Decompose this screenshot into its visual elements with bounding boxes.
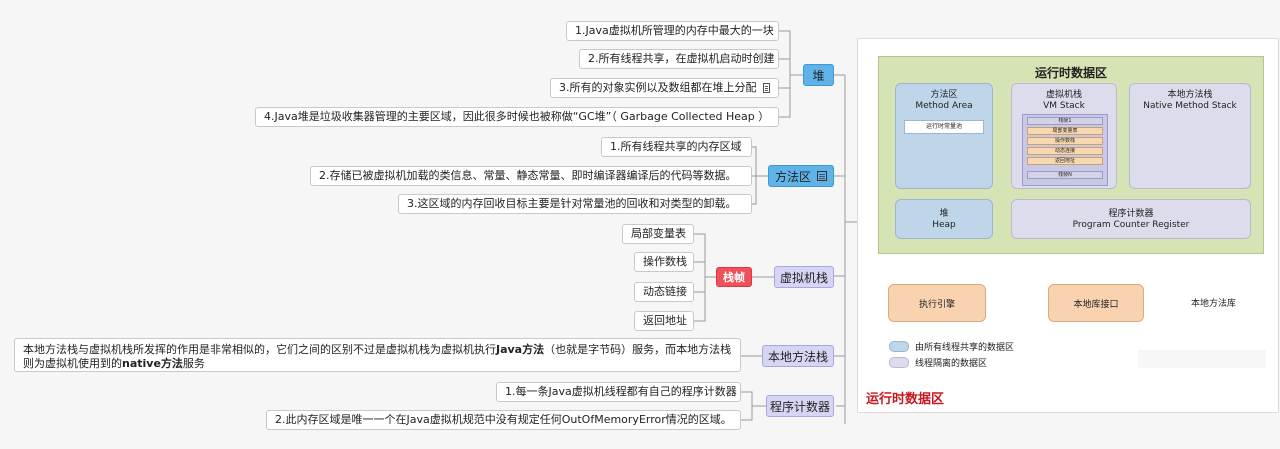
legend-shared: 由所有线程共享的数据区 <box>889 340 1014 353</box>
legend-isolated-swatch <box>889 357 909 368</box>
note-icon[interactable] <box>817 171 827 181</box>
constant-pool-box: 运行时常量池 <box>904 120 984 134</box>
heap-item-3[interactable]: 3.所有的对象实例以及数组都在堆上分配 <box>550 78 779 98</box>
vm-stack-item-2[interactable]: 操作数栈 <box>634 252 694 272</box>
runtime-data-area-box: 运行时数据区 方法区 Method Area 运行时常量池 虚拟机栈 VM St… <box>878 56 1264 254</box>
execution-engine-box: 执行引擎 <box>888 284 986 322</box>
method-area-item-2[interactable]: 2.存储已被虚拟机加载的类信息、常量、静态常量、即时编译器编译后的代码等数据。 <box>310 166 752 186</box>
native-stack-box: 本地方法栈 Native Method Stack <box>1129 83 1251 189</box>
diagram-caption: 运行时数据区 <box>866 392 945 407</box>
note-icon[interactable] <box>762 83 770 93</box>
method-area-topic[interactable]: 方法区 <box>768 165 834 187</box>
pc-topic[interactable]: 程序计数器 <box>766 395 834 417</box>
heap-item-4[interactable]: 4.Java堆是垃圾收集器管理的主要区域，因此很多时候也被称做“GC堆”（ Ga… <box>255 107 779 127</box>
legend-shared-swatch <box>889 341 909 352</box>
method-area-box: 方法区 Method Area 运行时常量池 <box>895 83 993 189</box>
vm-stack-topic[interactable]: 虚拟机栈 <box>774 266 834 288</box>
pc-box: 程序计数器 Program Counter Register <box>1011 199 1251 239</box>
legend-isolated: 线程隔离的数据区 <box>889 356 987 369</box>
vm-stack-item-3[interactable]: 动态链接 <box>634 282 694 302</box>
stack-frame-topic[interactable]: 栈帧 <box>716 267 752 287</box>
heap-box: 堆 Heap <box>895 199 993 239</box>
vm-stack-item-4[interactable]: 返回地址 <box>634 311 694 331</box>
vm-stack-box: 虚拟机栈 VM Stack 栈帧1 局部变量表 操作数栈 动态连接 返回地址 栈… <box>1011 83 1117 189</box>
stack-frames: 栈帧1 局部变量表 操作数栈 动态连接 返回地址 栈帧N <box>1022 114 1108 186</box>
diagram-title: 运行时数据区 <box>1034 66 1107 80</box>
method-area-item-3[interactable]: 3.这区域的内存回收目标主要是针对常量池的回收和对类型的卸载。 <box>398 194 752 214</box>
heap-topic[interactable]: 堆 <box>803 64 834 86</box>
native-stack-note[interactable]: 本地方法栈与虚拟机栈所发挥的作用是非常相似的，它们之间的区别不过是虚拟机栈为虚拟… <box>14 338 741 372</box>
method-area-item-1[interactable]: 1.所有线程共享的内存区域 <box>601 137 752 157</box>
native-stack-topic[interactable]: 本地方法栈 <box>762 345 834 367</box>
pc-item-2[interactable]: 2.此内存区域是唯一一个在Java虚拟机规范中没有规定任何OutOfMemory… <box>266 410 741 430</box>
heap-item-2[interactable]: 2.所有线程共享，在虚拟机启动时创建 <box>579 49 779 69</box>
pc-item-1[interactable]: 1.每一条Java虚拟机线程都有自己的程序计数器 <box>496 382 741 402</box>
native-lib-label: 本地方法库 <box>1191 299 1237 309</box>
heap-item-1[interactable]: 1.Java虚拟机所管理的内存中最大的一块 <box>566 21 779 41</box>
faint-box <box>1138 350 1266 368</box>
native-interface-box: 本地库接口 <box>1048 284 1144 322</box>
vm-stack-item-1[interactable]: 局部变量表 <box>622 224 694 244</box>
